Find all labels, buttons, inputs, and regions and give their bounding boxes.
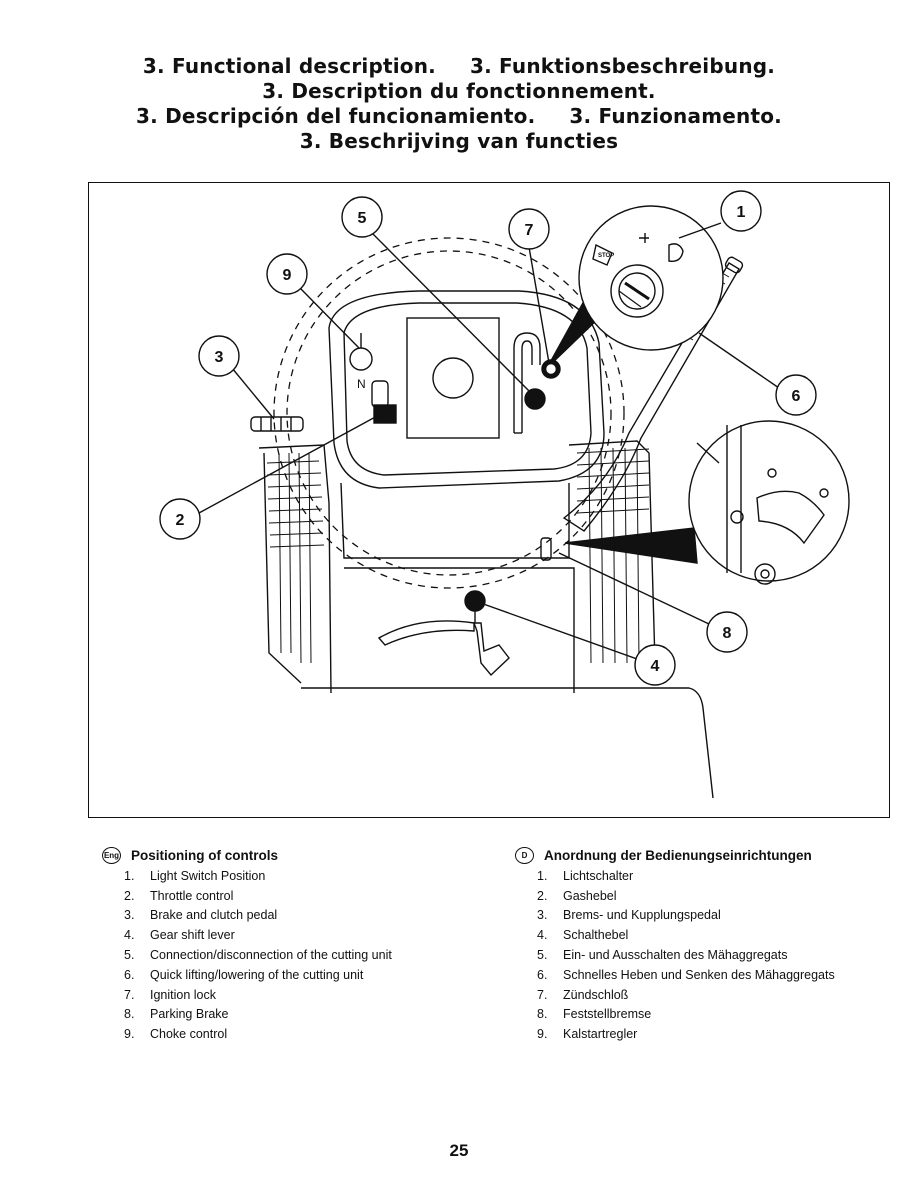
svg-text:2: 2	[176, 512, 185, 529]
left-fender	[258, 444, 332, 694]
right-grille	[576, 447, 650, 664]
ignition-key-ring	[610, 264, 664, 318]
page-number: 25	[449, 1141, 469, 1160]
stop-sign-icon	[592, 243, 613, 266]
list-item: 5.Connection/disconnection of the cuttin…	[124, 948, 392, 963]
list-item: 8.Parking Brake	[124, 1007, 229, 1022]
ignition-zoom-circle	[578, 205, 724, 351]
svg-text:6: 6	[792, 388, 801, 405]
title-line-4: 3. Beschrijving van functies	[0, 129, 918, 153]
brake-ratchet	[756, 490, 825, 545]
magnify-dashed-circle	[273, 237, 625, 589]
legend-german-title: Anordnung der Bedienungseinrichtungen	[544, 848, 812, 863]
stop-label: STOP	[598, 253, 614, 259]
title-french: 3. Description du fonctionnement.	[262, 79, 656, 103]
right-fender	[568, 440, 656, 664]
callout-7: 7	[508, 208, 550, 364]
title-line-1: 3. Functional description. 3. Funktionsbe…	[0, 54, 918, 78]
title-line-2: 3. Description du fonctionnement.	[0, 79, 918, 103]
callout-5: 5	[341, 196, 546, 410]
controls-illustration: STOP 1 2 3	[159, 190, 850, 799]
german-language-icon: D	[515, 847, 534, 864]
list-item: 5.Ein- und Ausschalten des Mähaggregats	[537, 948, 788, 963]
list-item: 4.Schalthebel	[537, 928, 629, 943]
throttle-knob	[371, 380, 389, 408]
legend-english-list: 1.Light Switch Position 2.Throttle contr…	[124, 866, 502, 1044]
list-item: 3.Brake and clutch pedal	[124, 908, 278, 923]
list-item: 7.Zündschloß	[537, 987, 629, 1002]
list-item: 2.Throttle control	[124, 888, 234, 903]
list-item: 6.Schnelles Heben und Senken des Mähaggr…	[537, 967, 835, 982]
callout-3: 3	[198, 335, 275, 420]
legend-english-heading: Eng Positioning of controls	[102, 847, 502, 864]
choke-knob	[349, 347, 373, 371]
callout-8: 8	[558, 552, 748, 653]
parking-brake-lever	[540, 537, 552, 561]
lift-lever-tip	[724, 256, 744, 274]
title-line-3: 3. Descripción del funcionamiento. 3. Fun…	[0, 104, 918, 128]
legend-english-title: Positioning of controls	[131, 848, 278, 863]
svg-text:1: 1	[737, 204, 746, 221]
list-item: 7.Ignition lock	[124, 987, 217, 1002]
svg-text:4: 4	[651, 658, 660, 675]
callout-4: 4	[464, 590, 676, 686]
console	[340, 482, 570, 559]
svg-text:3: 3	[215, 349, 224, 366]
brake-zoom-pointer	[564, 527, 698, 564]
svg-text:7: 7	[525, 222, 534, 239]
english-language-icon: Eng	[102, 847, 121, 864]
brake-bolt	[730, 510, 744, 524]
title-spanish: 3. Descripción del funcionamiento.	[136, 104, 536, 128]
title-german: 3. Funktionsbeschreibung.	[469, 54, 776, 78]
lift-lever	[562, 262, 740, 532]
callout-6: 6	[698, 332, 817, 416]
legend-english: Eng Positioning of controls 1.Light Swit…	[102, 847, 502, 1044]
lever-slot-inner	[521, 340, 533, 433]
controls-figure: STOP 1 2 3	[88, 182, 890, 818]
engine-icon	[668, 243, 684, 262]
center-display	[406, 317, 500, 439]
svg-text:8: 8	[723, 625, 732, 642]
list-item: 3.Brems- und Kupplungspedal	[537, 908, 721, 923]
list-item: 8.Feststellbremse	[537, 1007, 652, 1022]
dashboard-panel	[328, 290, 605, 489]
gear-gate	[377, 620, 475, 646]
gear-lever	[472, 622, 510, 677]
display-circle	[432, 357, 474, 399]
throttle-base	[373, 404, 397, 424]
callout-1: 1	[678, 190, 762, 239]
title-english: 3. Functional description.	[142, 54, 436, 78]
magnify-dashed-circle-inner	[286, 250, 612, 576]
title-dutch: 3. Beschrijving van functies	[299, 129, 619, 153]
legend-german-list: 1.Lichtschalter 2.Gashebel 3.Brems- und …	[537, 866, 905, 1044]
list-item: 4.Gear shift lever	[124, 928, 235, 943]
list-item: 1.Lichtschalter	[537, 868, 634, 883]
seat-deck	[344, 567, 575, 693]
title-italian: 3. Funzionamento.	[569, 104, 782, 128]
neutral-mark: N	[357, 377, 366, 391]
list-item: 6.Quick lifting/lowering of the cutting …	[124, 967, 364, 982]
list-item: 1.Light Switch Position	[124, 868, 266, 883]
list-item: 9.Choke control	[124, 1027, 228, 1042]
list-item: 9.Kalstartregler	[537, 1027, 638, 1042]
left-grille	[266, 452, 325, 664]
seat-outline	[301, 687, 714, 799]
callout-9: 9	[266, 253, 360, 349]
callout-2: 2	[159, 414, 380, 540]
brake-pedal	[250, 416, 304, 432]
lever-slot	[513, 332, 541, 433]
light-icon	[639, 233, 649, 243]
svg-text:5: 5	[358, 210, 367, 227]
svg-text:9: 9	[283, 267, 292, 284]
dashboard-inner	[343, 302, 592, 476]
list-item: 2.Gashebel	[537, 888, 617, 903]
brake-zoom-circle	[688, 420, 850, 582]
legend-german-heading: D Anordnung der Bedienungseinrichtungen	[515, 847, 905, 864]
legend-german: D Anordnung der Bedienungseinrichtungen …	[515, 847, 905, 1044]
